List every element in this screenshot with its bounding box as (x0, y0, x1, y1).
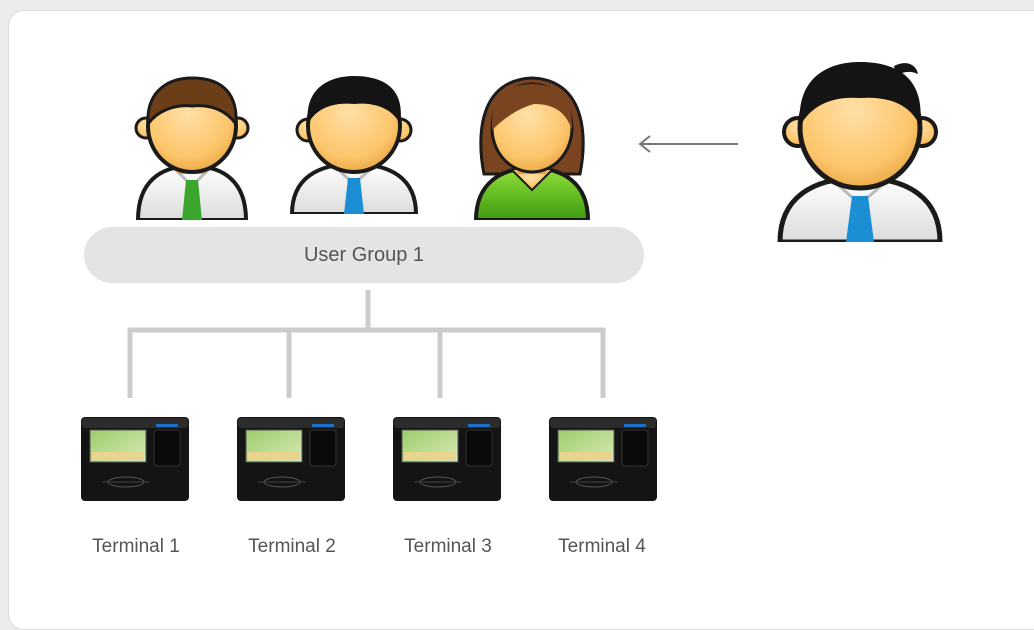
terminal-label-1: Terminal 1 (92, 536, 180, 557)
man-green-tie-icon (134, 76, 250, 220)
man-blue-tie-icon (289, 76, 419, 214)
terminal-label-3: Terminal 3 (404, 536, 492, 557)
terminal-label-4: Terminal 4 (558, 536, 646, 557)
terminal-label-2: Terminal 2 (248, 536, 336, 557)
access-terminal-icon (393, 417, 501, 501)
access-terminal-icon (549, 417, 657, 501)
user-group-label: User Group 1 (84, 227, 644, 283)
new-user-icon (777, 62, 943, 242)
woman-green-top-icon (473, 76, 591, 220)
group-terminal-connector (127, 290, 606, 398)
access-terminal-icon (237, 417, 345, 501)
access-terminal-icon (81, 417, 189, 501)
arrow-left-icon (638, 135, 738, 153)
